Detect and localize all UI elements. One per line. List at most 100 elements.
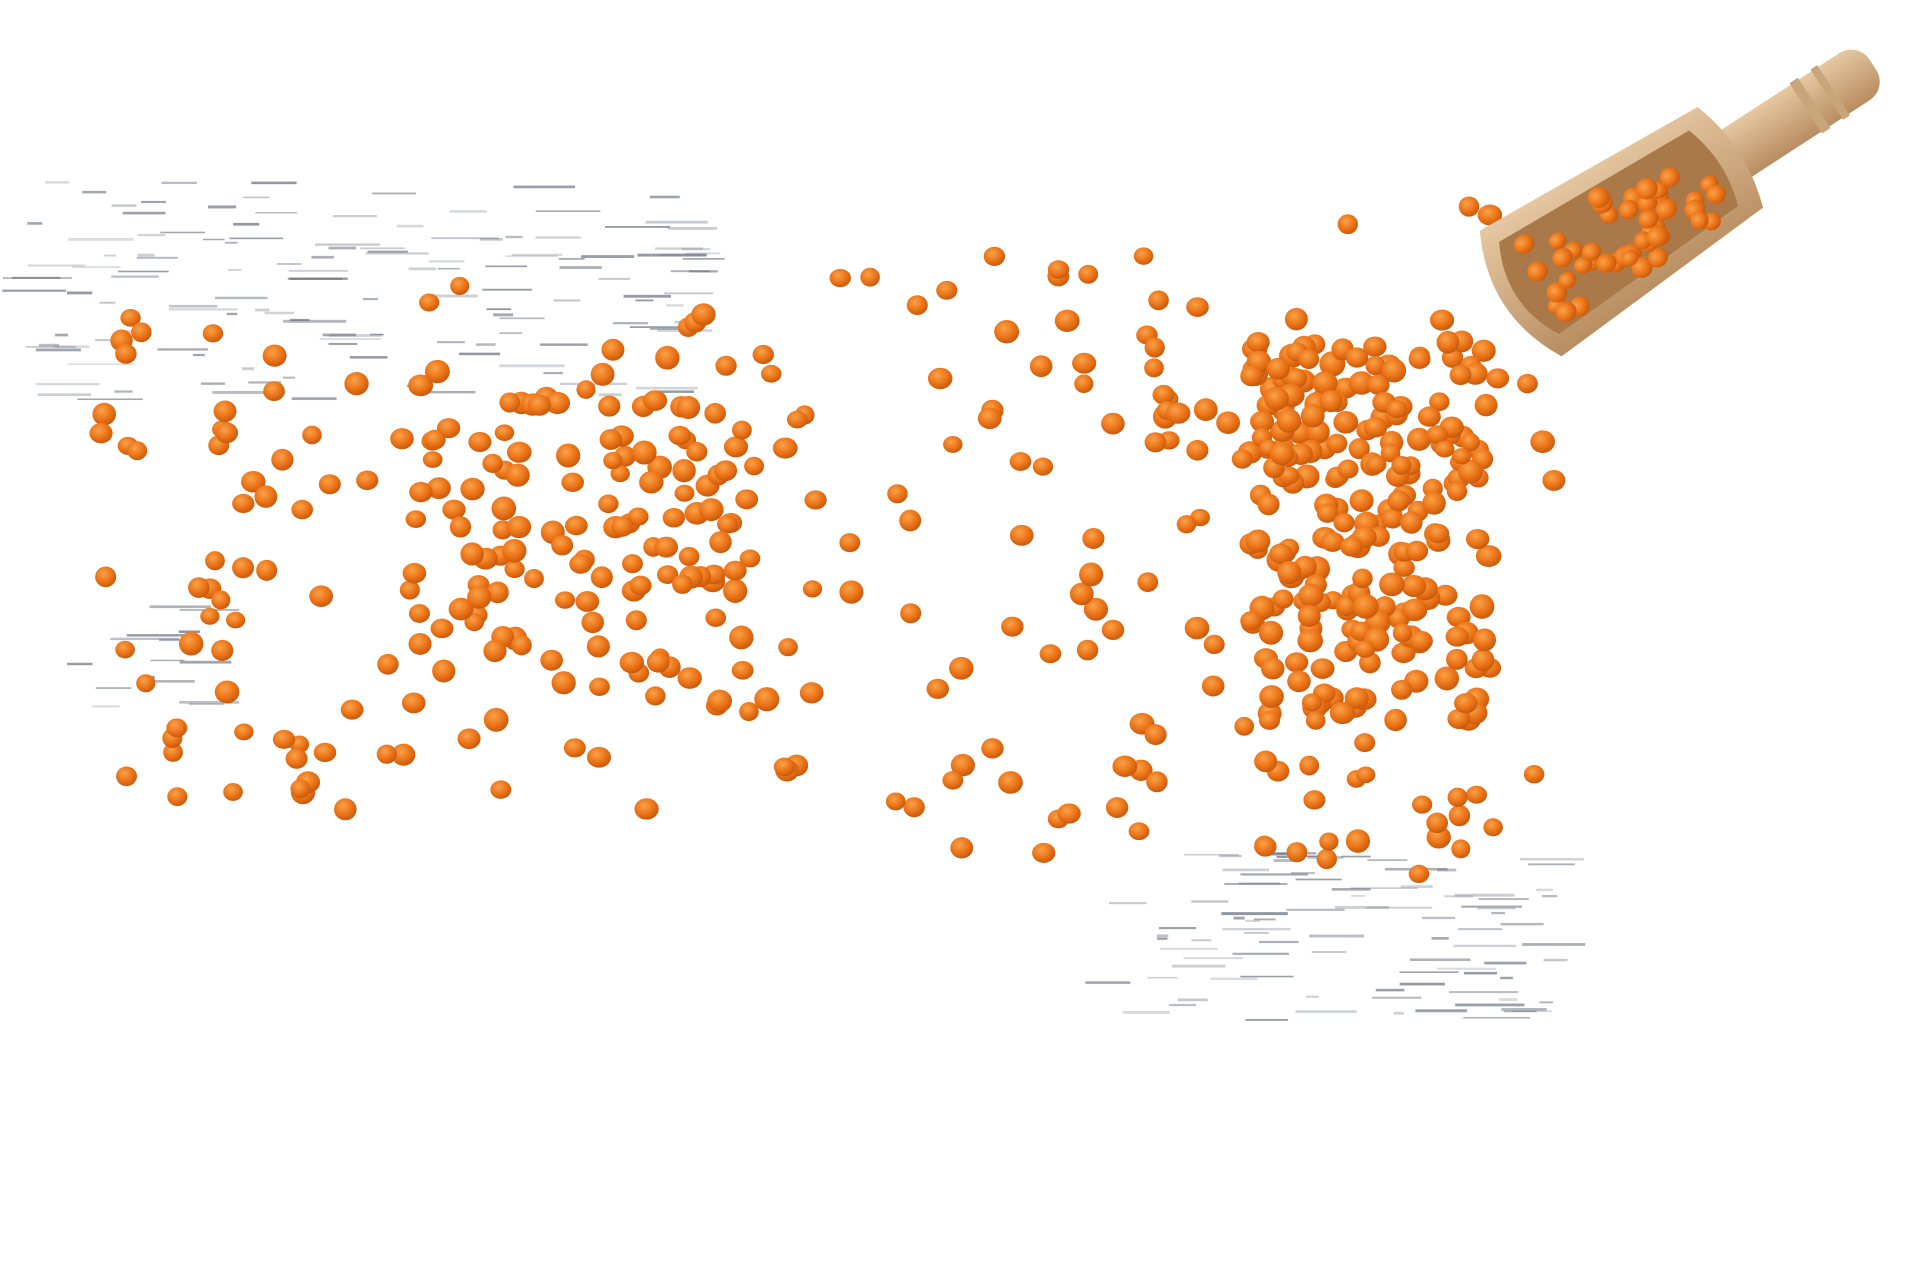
grain-streak — [289, 277, 348, 280]
lentil — [115, 343, 137, 364]
grain-streak — [1350, 887, 1418, 890]
lentil — [1477, 204, 1503, 226]
grain-streak — [1520, 857, 1584, 861]
grain-streak — [655, 247, 703, 250]
grain-streak — [99, 301, 116, 304]
lentil — [499, 392, 521, 413]
grain-streak — [1334, 906, 1389, 909]
lentil — [136, 674, 156, 693]
grain-streak — [178, 630, 200, 633]
lentil — [1348, 371, 1375, 395]
lentil — [1648, 248, 1669, 268]
lentil — [409, 481, 433, 503]
lentil — [1305, 711, 1326, 730]
lentil — [672, 459, 696, 483]
grain-streak — [66, 291, 93, 295]
lentil — [561, 472, 584, 492]
lentil — [926, 678, 949, 699]
lentil — [432, 659, 456, 683]
lentil — [1257, 493, 1280, 516]
lentil — [631, 440, 657, 465]
lentil — [1101, 412, 1125, 435]
grain-streak — [1183, 957, 1244, 960]
lentil — [885, 792, 906, 811]
grain-streak — [122, 211, 166, 215]
lentil — [1297, 629, 1324, 653]
lentil — [448, 597, 474, 621]
lentil — [344, 372, 369, 396]
lentil — [505, 463, 530, 487]
lentil — [1258, 710, 1281, 730]
lentil — [1646, 225, 1669, 247]
grain-streak — [505, 235, 523, 239]
lentil — [1165, 402, 1191, 424]
lentil — [860, 267, 880, 287]
grain-streak — [650, 328, 681, 330]
grain-streak — [251, 181, 297, 185]
grain-streak — [1184, 853, 1239, 856]
grain-streak — [1240, 873, 1308, 876]
grain-streak — [431, 237, 499, 240]
lentil — [1384, 708, 1407, 732]
lentil — [1465, 528, 1490, 550]
lentil — [981, 738, 1004, 759]
lentil — [1184, 616, 1210, 640]
lentil — [232, 493, 255, 514]
lentil — [1148, 290, 1169, 311]
lentil — [625, 610, 647, 631]
lentil — [309, 585, 334, 607]
grain-streak — [1501, 1007, 1547, 1011]
lentil — [1284, 307, 1308, 331]
grain-streak — [288, 269, 348, 272]
lentil — [590, 566, 613, 589]
lentil — [1445, 626, 1469, 647]
grain-streak — [1210, 977, 1258, 980]
lentil — [232, 557, 254, 579]
grain-streak — [1478, 897, 1529, 901]
lentil — [460, 477, 485, 501]
lentil — [1426, 425, 1449, 444]
grain-streak — [95, 687, 132, 690]
lentil — [1447, 708, 1471, 729]
grain-streak — [543, 371, 564, 375]
grain-streak — [141, 200, 166, 203]
grain-streak — [499, 364, 565, 368]
grain-streak — [559, 266, 602, 270]
grain-streak — [1500, 922, 1544, 926]
lentil — [668, 425, 692, 446]
lentil — [686, 441, 708, 462]
lentil — [627, 507, 649, 526]
grain-streak — [1477, 907, 1516, 910]
lentil — [927, 367, 953, 390]
grain-streak — [255, 308, 270, 312]
lentil — [506, 515, 532, 539]
lentil — [1354, 640, 1376, 658]
lentil — [691, 303, 716, 326]
grain-streak — [1172, 964, 1226, 968]
grain-streak — [369, 333, 384, 336]
grain-streak — [371, 192, 416, 195]
lentil — [1581, 242, 1602, 261]
lentil — [356, 470, 379, 491]
grain-streak — [188, 703, 224, 706]
lentil — [1451, 448, 1472, 465]
grain-streak — [1535, 888, 1553, 892]
lentil — [1411, 795, 1433, 814]
lentil — [1101, 619, 1125, 640]
grain-streak — [560, 382, 628, 385]
lentil — [1349, 489, 1374, 513]
grain-streak — [1331, 887, 1371, 891]
lentil — [1079, 562, 1104, 587]
lentil — [1486, 368, 1510, 389]
lentil — [1266, 357, 1290, 380]
grain-streak — [215, 296, 268, 300]
grain-streak — [1454, 893, 1515, 897]
grain-streak — [629, 326, 693, 329]
lentil — [271, 448, 294, 471]
grain-streak — [126, 634, 185, 637]
lentil — [717, 515, 738, 534]
grain-streak — [598, 393, 622, 397]
grain-streak — [157, 348, 208, 351]
lentil — [1300, 404, 1325, 428]
lentil — [1446, 481, 1468, 501]
